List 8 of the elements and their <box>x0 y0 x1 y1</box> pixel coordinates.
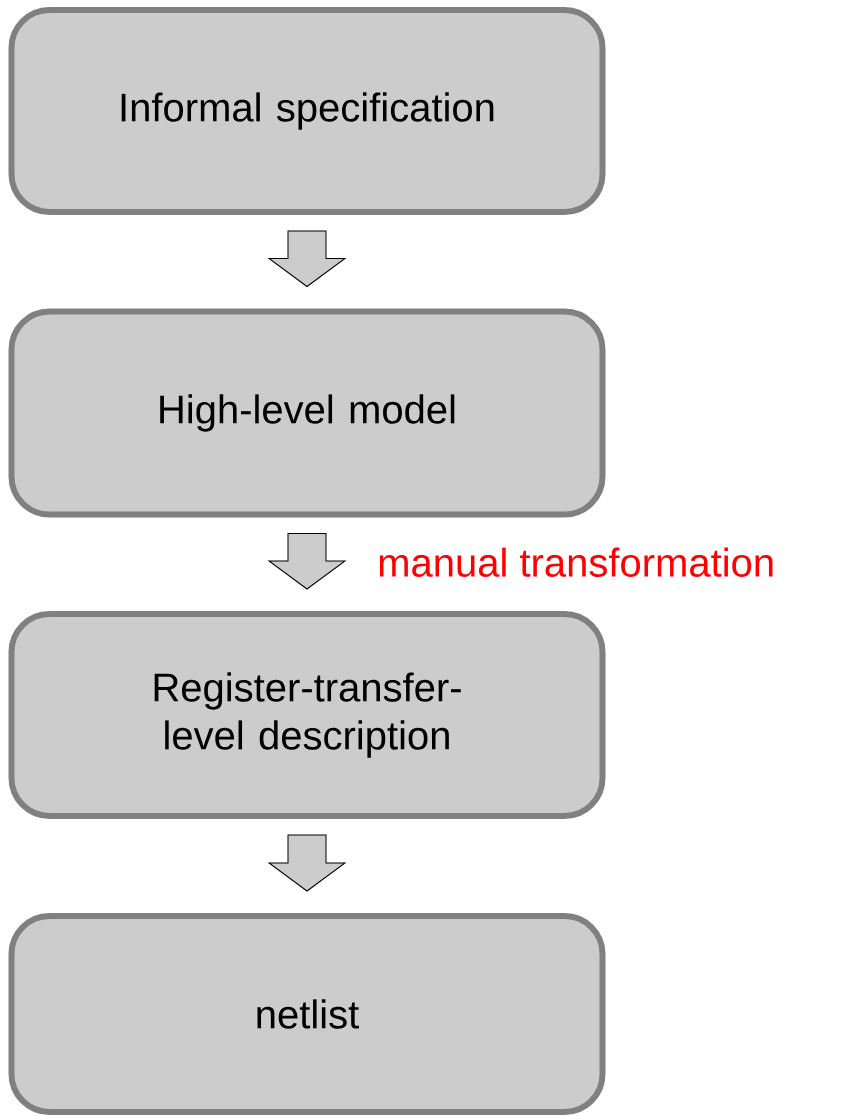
block-arrow <box>268 834 346 892</box>
process-box: Register-transfer-level description <box>8 611 606 819</box>
process-box: High-level model <box>8 308 606 518</box>
process-box: Informal specification <box>8 7 606 215</box>
block-arrow <box>268 533 346 590</box>
edge-label: manual transformation <box>379 547 773 577</box>
process-box: netlist <box>8 913 606 1115</box>
block-arrow <box>268 230 346 287</box>
